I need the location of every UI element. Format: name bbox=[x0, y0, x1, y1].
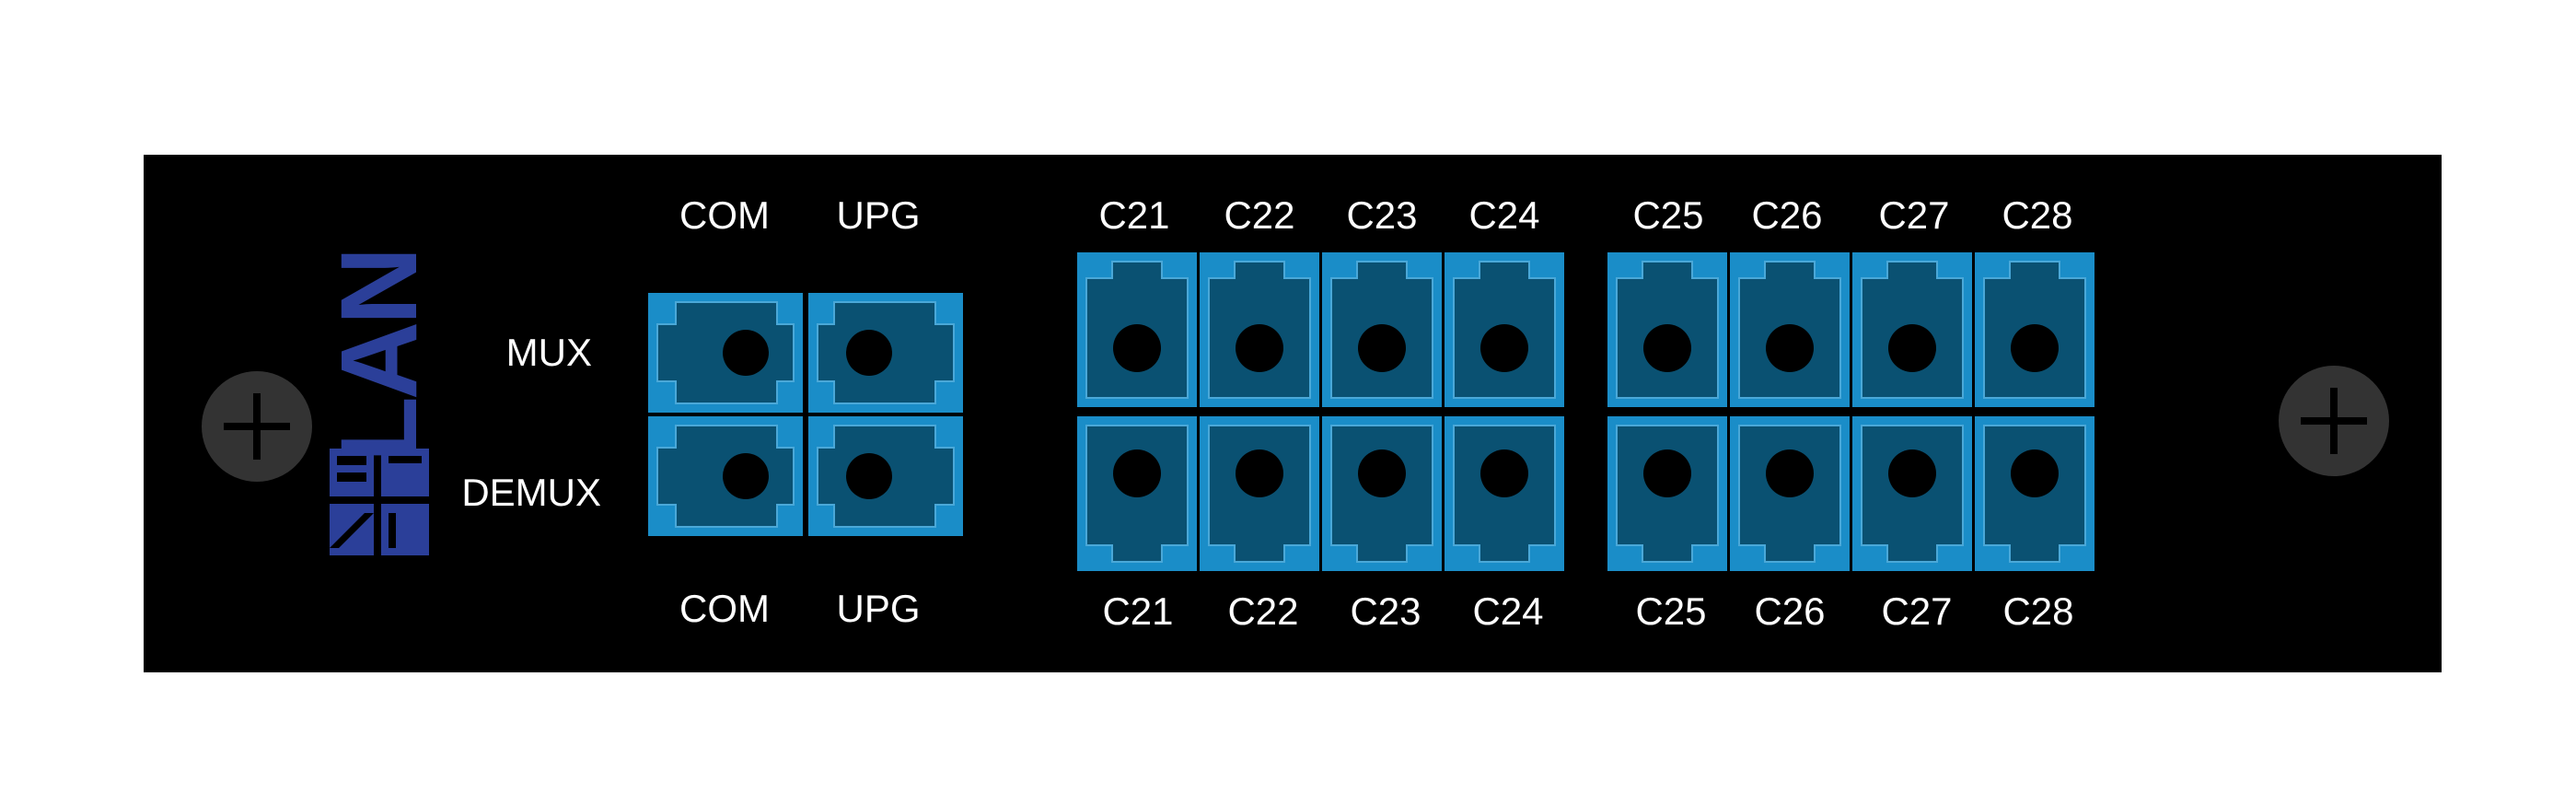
c21-upper-port[interactable] bbox=[1077, 252, 1197, 407]
upg-bottom-label: UPG bbox=[836, 587, 921, 630]
com-top-label: COM bbox=[679, 193, 770, 237]
demux-com-port[interactable] bbox=[648, 416, 803, 536]
c27-top-label: C27 bbox=[1878, 193, 1950, 237]
c22-bottom-label: C22 bbox=[1227, 589, 1299, 633]
e-lan-logo-icon: LAN bbox=[319, 251, 440, 557]
left-screw-icon bbox=[202, 371, 312, 482]
c24-upper-port[interactable] bbox=[1445, 252, 1564, 407]
c24-top-label: C24 bbox=[1468, 193, 1540, 237]
c22-lower-port[interactable] bbox=[1200, 416, 1319, 571]
c21-lower-port[interactable] bbox=[1077, 416, 1197, 571]
c26-top-label: C26 bbox=[1751, 193, 1823, 237]
c21-top-label: C21 bbox=[1098, 193, 1170, 237]
demux-upg-port[interactable] bbox=[808, 416, 963, 536]
mux-row-label: MUX bbox=[505, 331, 592, 374]
right-screw-icon bbox=[2279, 366, 2389, 476]
c28-top-label: C28 bbox=[2002, 193, 2073, 237]
mux-com-port[interactable] bbox=[648, 293, 803, 413]
c27-bottom-label: C27 bbox=[1881, 589, 1953, 633]
logo-text: LAN bbox=[319, 250, 440, 463]
c28-lower-port[interactable] bbox=[1975, 416, 2094, 571]
c23-top-label: C23 bbox=[1346, 193, 1418, 237]
c22-upper-port[interactable] bbox=[1200, 252, 1319, 407]
c26-bottom-label: C26 bbox=[1754, 589, 1826, 633]
c23-lower-port[interactable] bbox=[1322, 416, 1442, 571]
c28-upper-port[interactable] bbox=[1975, 252, 2094, 407]
demux-row-label: DEMUX bbox=[461, 471, 601, 514]
com-bottom-label: COM bbox=[679, 587, 770, 630]
c28-bottom-label: C28 bbox=[2002, 589, 2074, 633]
c23-bottom-label: C23 bbox=[1350, 589, 1421, 633]
device-front-panel bbox=[144, 155, 2442, 672]
c26-upper-port[interactable] bbox=[1730, 252, 1850, 407]
c24-lower-port[interactable] bbox=[1445, 416, 1564, 571]
mux-upg-port[interactable] bbox=[808, 293, 963, 413]
c25-top-label: C25 bbox=[1632, 193, 1704, 237]
upg-top-label: UPG bbox=[836, 193, 921, 237]
c27-upper-port[interactable] bbox=[1852, 252, 1972, 407]
c24-bottom-label: C24 bbox=[1472, 589, 1544, 633]
c25-upper-port[interactable] bbox=[1607, 252, 1727, 407]
c22-top-label: C22 bbox=[1224, 193, 1295, 237]
c23-upper-port[interactable] bbox=[1322, 252, 1442, 407]
c27-lower-port[interactable] bbox=[1852, 416, 1972, 571]
c26-lower-port[interactable] bbox=[1730, 416, 1850, 571]
c25-lower-port[interactable] bbox=[1607, 416, 1727, 571]
c25-bottom-label: C25 bbox=[1635, 589, 1707, 633]
c21-bottom-label: C21 bbox=[1102, 589, 1174, 633]
